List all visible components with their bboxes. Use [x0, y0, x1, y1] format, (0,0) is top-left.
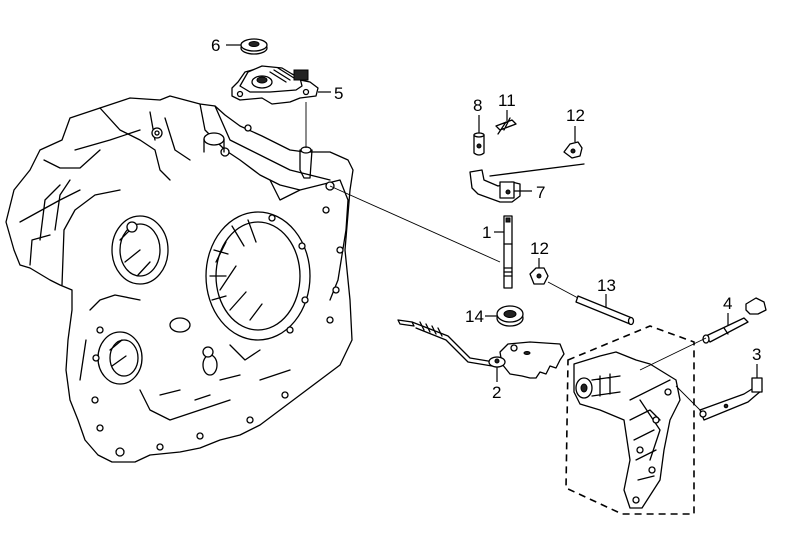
svg-text:7: 7	[536, 183, 545, 202]
roller-pin-part	[547, 281, 635, 326]
callout-12-upper: 12	[566, 106, 585, 142]
svg-text:12: 12	[530, 239, 549, 258]
callout-2: 2	[492, 367, 501, 402]
transmission-case	[5, 95, 354, 463]
shift-arm-part	[469, 163, 585, 203]
callout-8: 8	[473, 96, 482, 133]
svg-text:5: 5	[334, 84, 343, 103]
svg-text:3: 3	[752, 345, 761, 364]
valve-body-subassembly	[565, 325, 695, 515]
callout-4: 4	[723, 294, 732, 326]
shift-shaft-part	[503, 215, 513, 289]
callout-7: 7	[514, 183, 545, 202]
shift-arm-bracket-part	[675, 377, 763, 421]
callout-14: 14	[465, 307, 497, 326]
position-switch-part	[231, 65, 319, 105]
callout-12-lower: 12	[530, 239, 549, 268]
svg-text:4: 4	[723, 294, 732, 313]
clip-part	[495, 117, 517, 135]
callout-5: 5	[318, 84, 343, 103]
shift-rod-part	[639, 297, 767, 371]
seal-part	[240, 38, 268, 55]
svg-text:14: 14	[465, 307, 484, 326]
detent-spring-lever-part	[397, 319, 565, 379]
pin-part	[473, 132, 485, 156]
bearing-part	[496, 305, 524, 327]
svg-text:12: 12	[566, 106, 585, 125]
callout-1: 1	[482, 223, 504, 242]
explode-line-case-to-shaft	[329, 185, 501, 263]
svg-text:1: 1	[482, 223, 491, 242]
svg-text:6: 6	[211, 36, 220, 55]
svg-text:2: 2	[492, 383, 501, 402]
retainer-clip-part-lower	[529, 267, 549, 285]
callout-6: 6	[211, 36, 241, 55]
retainer-clip-part-upper	[563, 141, 583, 159]
svg-text:13: 13	[597, 276, 616, 295]
svg-text:11: 11	[498, 91, 516, 110]
svg-text:8: 8	[473, 96, 482, 115]
callout-3: 3	[752, 345, 761, 378]
callout-11: 11	[498, 91, 516, 121]
callout-13: 13	[597, 276, 616, 308]
